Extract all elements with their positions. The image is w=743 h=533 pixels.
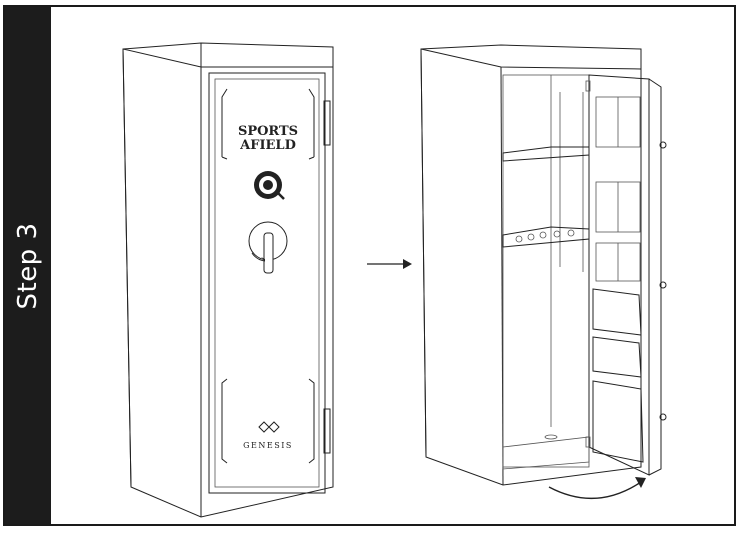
illustration: SPORTS AFIELD GENESIS bbox=[122, 42, 667, 518]
instruction-frame: Step 3 SPORTS AFIELD bbox=[3, 5, 736, 526]
brand-line2: AFIELD bbox=[239, 138, 296, 153]
door-handle-icon bbox=[248, 221, 288, 274]
swing-arrow-icon bbox=[548, 477, 646, 500]
closed-safe: SPORTS AFIELD GENESIS bbox=[122, 42, 334, 518]
combination-dial-icon bbox=[254, 171, 285, 200]
model-name: GENESIS bbox=[243, 441, 293, 450]
brand-line1: SPORTS bbox=[238, 124, 298, 139]
open-safe bbox=[420, 44, 667, 486]
step-band: Step 3 bbox=[5, 7, 51, 524]
step-label: Step 3 bbox=[13, 221, 43, 310]
right-arrow-icon bbox=[367, 259, 412, 269]
infinity-logo-icon bbox=[258, 421, 280, 433]
